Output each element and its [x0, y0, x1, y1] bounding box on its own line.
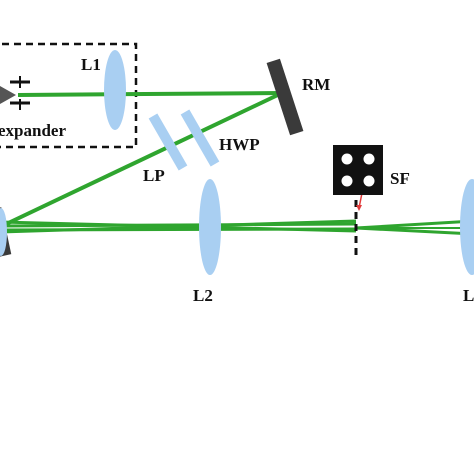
label-rm: RM [302, 75, 330, 94]
beam-expander-to-rm [17, 91, 283, 97]
laser-beam-group [0, 91, 474, 236]
beam-lower-ray [0, 219, 357, 234]
expander-small-lens-icon [10, 76, 30, 110]
lens-l2 [199, 179, 221, 275]
spatial-filter-mask-icon [333, 145, 383, 195]
label-l3: L [463, 286, 474, 305]
left-edge-lens [0, 208, 7, 256]
label-l2: L2 [193, 286, 213, 305]
source-arrow-icon [0, 86, 16, 104]
half-wave-plate-hwp [180, 109, 220, 167]
pointer-arrowhead [356, 205, 362, 211]
lens-l3 [460, 179, 474, 275]
mirror-rm [266, 58, 304, 136]
beam-rm-to-left-mirror [1, 91, 283, 228]
polarizer-lp [148, 113, 188, 171]
beam-out-upper [355, 219, 474, 230]
label-hwp: HWP [219, 135, 260, 154]
label-sf: SF [390, 169, 410, 188]
lens-l1 [104, 50, 126, 130]
label-l1: L1 [81, 55, 101, 74]
label-expander: expander [0, 121, 66, 140]
label-lp: LP [143, 166, 165, 185]
